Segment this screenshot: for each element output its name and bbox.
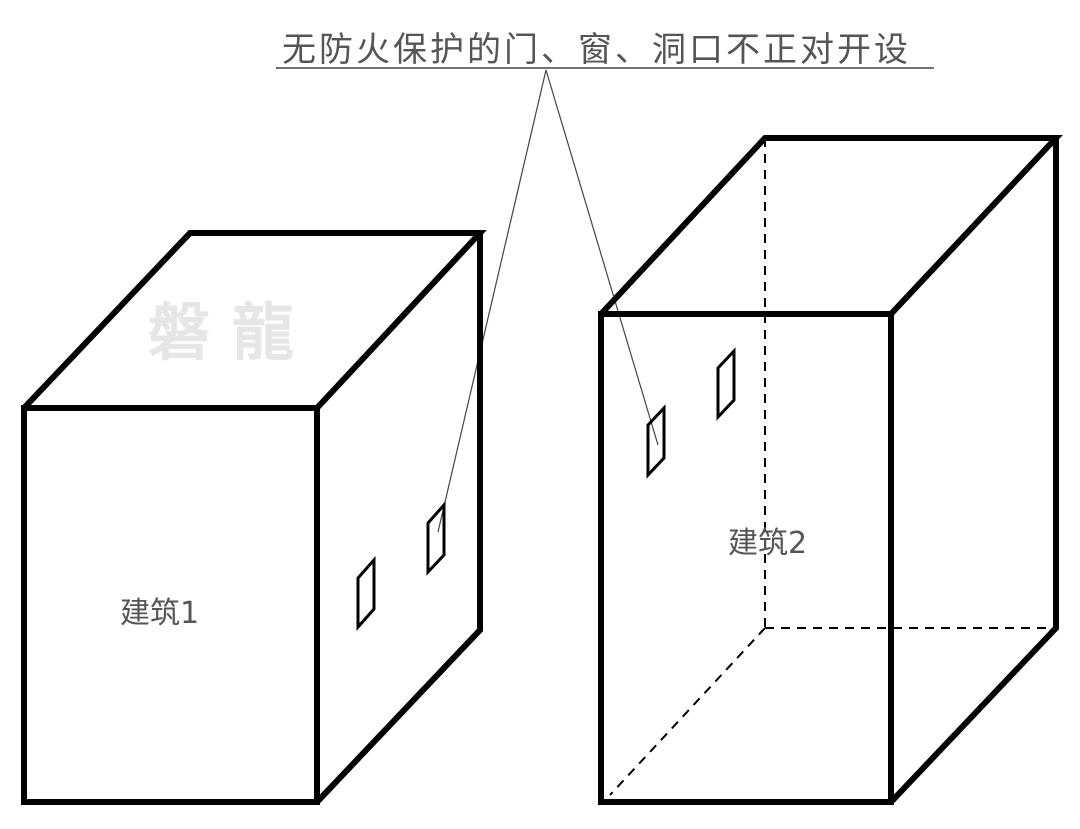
building-1-top-face	[21, 230, 487, 411]
building-2-label: 建筑2	[728, 526, 808, 561]
annotation-text: 无防火保护的门、窗、洞口不正对开设	[282, 30, 911, 70]
building-2-window-2	[716, 347, 736, 421]
building-1-window-2	[426, 501, 446, 576]
building-2-side-face	[888, 138, 1059, 805]
watermark: 磐龍	[148, 296, 317, 369]
building-2-top-face	[598, 135, 1063, 317]
leader-line-building2	[545, 69, 659, 446]
building-2-hidden-edges	[609, 138, 1056, 796]
building-2	[598, 135, 1063, 805]
building-1	[21, 230, 487, 805]
leader-line-building1	[437, 69, 547, 533]
building-2-front-face	[598, 311, 894, 805]
building-1-front-face	[21, 405, 320, 805]
building-2-window-1	[646, 404, 666, 479]
building-1-side-face	[314, 233, 483, 805]
building-1-label: 建筑1	[120, 596, 200, 631]
building-1-window-1	[356, 556, 376, 631]
